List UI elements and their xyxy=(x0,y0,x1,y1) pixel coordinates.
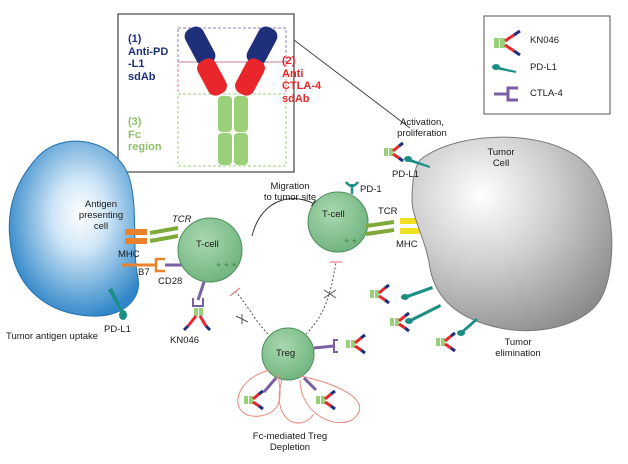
pd1-icon xyxy=(345,181,359,194)
apc-label: Antigen presenting cell xyxy=(78,199,124,232)
mhc-left-icon xyxy=(125,229,147,244)
migration-arrow xyxy=(251,198,319,237)
tumor-elimination-label: Tumor elimination xyxy=(495,337,541,359)
pd-l1-icon xyxy=(492,64,516,73)
pd-l1-apc-icon xyxy=(108,288,127,320)
legend-label-ctla-4: CTLA-4 xyxy=(530,88,563,99)
tcell-right-signal-plus: + + xyxy=(344,236,357,246)
pd-l1-apc-label: PD-L1 xyxy=(104,324,131,335)
t-cell-right xyxy=(307,191,369,253)
migration-label: Migration to tumor site xyxy=(263,181,317,203)
pd-l1-tumor-icons xyxy=(401,156,478,336)
tcr-left-icon xyxy=(149,226,179,243)
inset-label-fc-region: (3) Fc region xyxy=(128,116,162,154)
treg-cell xyxy=(261,327,315,381)
b7-label: B7 xyxy=(138,267,150,278)
treg-inhibition-left xyxy=(235,291,269,335)
kn046-near-tumor-icons xyxy=(370,141,456,353)
cd28-label: CD28 xyxy=(158,276,183,287)
kn046-label: KN046 xyxy=(170,335,200,346)
legend-label-kn046: KN046 xyxy=(530,35,560,46)
legend-label-pd-l1: PD-L1 xyxy=(530,62,557,73)
pd-l1-tumor-label: PD-L1 xyxy=(392,169,419,180)
t-cell-right-label: T-cell xyxy=(322,209,345,220)
pd1-label: PD-1 xyxy=(360,184,382,195)
antigen-presenting-cell xyxy=(8,140,139,317)
kn046-on-t-cell-icon xyxy=(182,281,212,332)
fc-depletion-loops xyxy=(237,369,360,424)
tumor-cell-label: Tumor Cell xyxy=(487,147,515,169)
tcell-left-signal-plus: + + + xyxy=(216,260,237,270)
inset-label-anti-pd-l1: (1) Anti-PD -L1 sdAb xyxy=(128,33,169,83)
tcr-right-label: TCR xyxy=(378,206,398,217)
kn046-on-treg-icons xyxy=(244,333,366,411)
kn046-structure-icon xyxy=(184,26,278,165)
inset-label-anti-ctla-4: (2) Anti CTLA-4 sdAb xyxy=(282,55,322,105)
treg-label: Treg xyxy=(276,348,296,359)
tcr-left-label: TCR xyxy=(172,214,192,225)
legend xyxy=(483,15,611,115)
treg-inhibition-right xyxy=(305,261,337,335)
tumor-cell xyxy=(411,136,613,332)
activation-label: Activation, proliferation xyxy=(397,117,447,139)
mhc-right-icon xyxy=(400,218,420,234)
tumor-antigen-uptake-label: Tumor antigen uptake xyxy=(6,331,99,342)
mhc-left-label: MHC xyxy=(118,249,140,260)
t-cell-left xyxy=(177,217,243,283)
antibody-structure-inset xyxy=(117,13,411,173)
mhc-right-label: MHC xyxy=(396,239,418,250)
fc-treg-depletion-label: Fc-mediated Treg Depletion xyxy=(252,431,328,453)
ctla-4-icon xyxy=(494,86,518,102)
kn046-antibody-icon xyxy=(494,29,521,57)
tcr-right-icon xyxy=(365,220,395,236)
t-cell-left-label: T-cell xyxy=(196,239,219,250)
